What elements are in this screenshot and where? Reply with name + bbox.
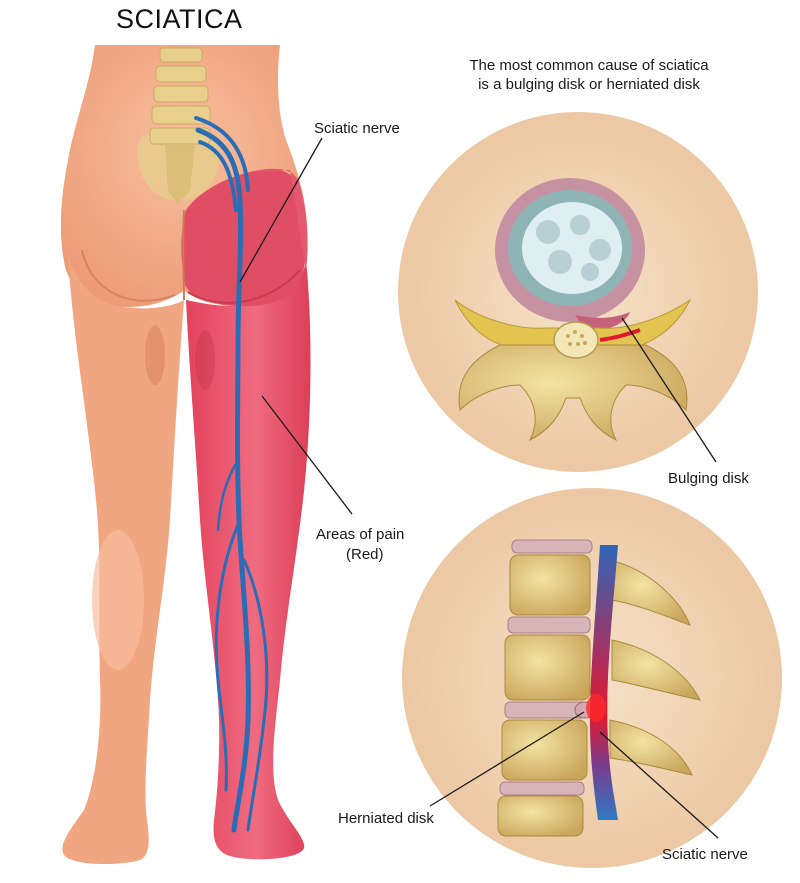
bulging-disk-inset: [398, 112, 758, 472]
pain-hotspot: [586, 694, 606, 722]
leader-lines: [239, 137, 719, 839]
left-calf-shade: [92, 530, 144, 670]
leader-bulging-disk: [621, 317, 717, 463]
caption-line-2: is a bulging disk or herniated disk: [478, 76, 700, 93]
label-herniated-disk: Herniated disk: [338, 810, 434, 827]
leader-sciatic-top: [239, 137, 323, 283]
pain-hip: [181, 169, 308, 307]
leader-areas-of-pain: [261, 395, 353, 515]
spinal-nerve-column: [590, 545, 618, 820]
knee-shade: [145, 325, 165, 385]
label-sciatic-nerve-top: Sciatic nerve: [314, 120, 400, 137]
sciatic-nerve-path: [194, 116, 269, 833]
vertebra-body: [458, 344, 688, 442]
spinous-processes: [609, 559, 701, 776]
body-figure: [60, 45, 311, 865]
right-leg-pain: [186, 260, 311, 860]
herniated-disk-inset: [402, 488, 782, 868]
right-knee-shade: [195, 330, 215, 390]
leader-sciatic-bottom: [599, 731, 719, 839]
page-title: SCIATICA: [116, 4, 243, 34]
vertebra-transverse: [454, 298, 692, 351]
vertebral-column: [497, 554, 591, 837]
label-areas-of-pain: Areas of pain: [316, 526, 405, 543]
buttock-right-outline: [187, 269, 301, 304]
leader-herniated-disk: [429, 711, 585, 807]
caption: The most common cause of sciatica is a b…: [410, 56, 768, 94]
label-sciatic-nerve-bottom: Sciatic nerve: [662, 846, 748, 863]
sacrum: [165, 145, 195, 205]
lumbar-spine: [149, 47, 211, 145]
buttock-cleft: [182, 209, 185, 301]
buttock-left-outline: [81, 249, 176, 302]
label-areas-of-pain-red: (Red): [346, 546, 384, 563]
label-bulging-disk: Bulging disk: [668, 470, 749, 487]
spinal-cord-cross-section: [553, 321, 599, 359]
nerve-root-compressed: [599, 328, 641, 342]
intervertebral-disks: [499, 539, 593, 796]
caption-line-1: The most common cause of sciatica: [469, 57, 709, 74]
